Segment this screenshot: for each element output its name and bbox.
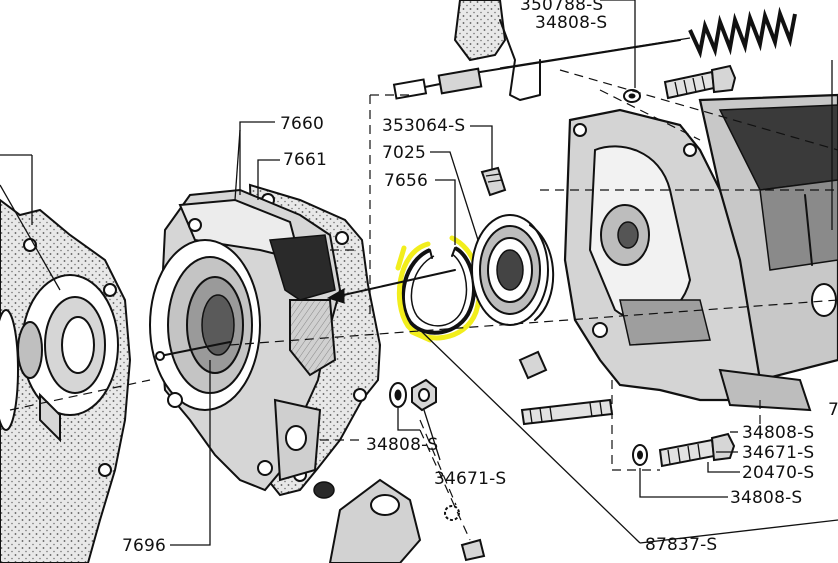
- plug-353064: [480, 166, 507, 197]
- shaft-end: [155, 351, 165, 361]
- leader-lines: [170, 0, 833, 546]
- label-34671-r: 34671-S: [742, 443, 814, 463]
- snap-ring-7656: [400, 246, 476, 335]
- label-353064: 353064-S: [382, 116, 465, 136]
- label-7661: 7661: [283, 150, 327, 170]
- transmission-case: [563, 93, 838, 412]
- washer-34808-mid: [389, 382, 407, 408]
- label-7025: 7025: [382, 143, 426, 163]
- label-7660: 7660: [280, 114, 324, 134]
- label-87837: 87837-S: [645, 535, 717, 555]
- washer-34808-right: [632, 444, 648, 466]
- nut-34671-mid: [411, 378, 437, 412]
- label-34671-mid: 34671-S: [434, 469, 506, 489]
- label-34808-top: 34808-S: [535, 13, 607, 33]
- extension-housing-7660: [149, 129, 342, 492]
- label-34808-r1: 34808-S: [742, 423, 814, 443]
- label-34808-r2: 34808-S: [730, 488, 802, 508]
- stud-87837: [520, 398, 614, 426]
- set-screw: [518, 350, 548, 380]
- leader-line: [0, 184, 61, 291]
- bolt-top: [663, 64, 737, 100]
- leader-line: [419, 329, 641, 544]
- spring: [688, 6, 797, 59]
- bolt-20470: [658, 432, 736, 468]
- shaft-line: [159, 341, 231, 357]
- leader-line: [639, 519, 838, 544]
- label-7656: 7656: [384, 171, 428, 191]
- label-7696: 7696: [122, 536, 166, 556]
- left-gasket: [0, 198, 132, 563]
- top-linkage: [392, 0, 691, 103]
- label-350788: 350788-S: [520, 0, 603, 15]
- bearing-7025: [471, 214, 555, 326]
- assembly-arrow: [326, 269, 456, 304]
- assembly-lines: [9, 69, 838, 541]
- label-right-edge: 7: [828, 400, 838, 420]
- label-20470: 20470-S: [742, 463, 814, 483]
- label-34808-mid: 34808-S: [366, 435, 438, 455]
- lower-parts: [313, 478, 486, 563]
